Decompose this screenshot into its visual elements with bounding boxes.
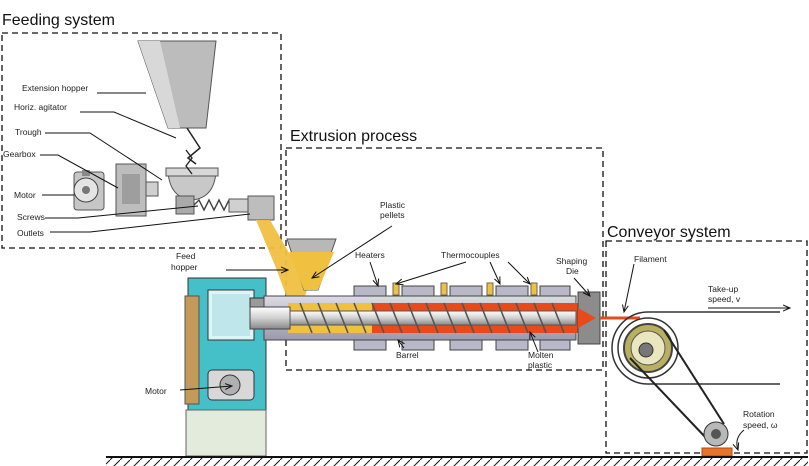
label-filament: Filament: [634, 254, 667, 264]
label-rotation-2: speed, ω: [743, 420, 778, 430]
label-thermocouples: Thermocouples: [441, 250, 500, 260]
label-rotation-1: Rotation: [743, 409, 775, 419]
drive-motor-pulley: [701, 421, 733, 457]
take-up-pulley: [617, 317, 679, 379]
drive-belt: [629, 329, 725, 441]
label-molten-plastic-2: plastic: [528, 360, 553, 370]
label-barrel: Barrel: [396, 350, 419, 360]
drive-base: [185, 409, 267, 457]
label-take-up-1: Take-up: [708, 284, 739, 294]
label-take-up-2: speed, v: [708, 294, 741, 304]
feeding-system-title: Feeding system: [2, 12, 115, 29]
feed-gearbox: [115, 163, 159, 217]
label-extension-hopper: Extension hopper: [22, 83, 88, 93]
feeding-system-box: [1, 32, 282, 249]
label-feed-hopper-2: hopper: [171, 262, 198, 272]
label-gearbox: Gearbox: [3, 149, 36, 159]
label-screws: Screws: [17, 212, 45, 222]
feed-hopper: [286, 238, 337, 291]
feed-screw: [175, 195, 275, 221]
ground: [106, 456, 808, 466]
heaters: [353, 285, 571, 351]
label-horiz-agitator: Horiz. agitator: [14, 102, 67, 112]
extruder-barrel: [249, 295, 598, 341]
conveyor-system-title: Conveyor system: [607, 224, 731, 241]
label-shaping-die-1: Shaping: [556, 256, 587, 266]
label-feed-hopper-1: Feed: [176, 251, 196, 261]
label-heaters: Heaters: [355, 250, 385, 260]
label-plastic-pellets-2: pellets: [380, 210, 405, 220]
label-trough: Trough: [15, 127, 42, 137]
label-main-motor: Motor: [145, 386, 167, 396]
label-shaping-die-2: Die: [566, 266, 579, 276]
shaping-die: [577, 291, 601, 345]
pellet-stream: [256, 220, 310, 306]
label-feed-motor: Motor: [14, 190, 36, 200]
extrusion-process-title: Extrusion process: [290, 128, 417, 145]
extension-hopper: [137, 40, 217, 165]
label-plastic-pellets-1: Plastic: [380, 200, 406, 210]
agitator-trough: [165, 149, 219, 201]
conveyor-belt: [611, 311, 780, 385]
feed-motor: [73, 170, 105, 211]
drive-housing: [184, 277, 271, 411]
screw-flights: [299, 302, 565, 334]
label-molten-plastic-1: Molten: [528, 350, 554, 360]
label-outlets: Outlets: [17, 228, 44, 238]
